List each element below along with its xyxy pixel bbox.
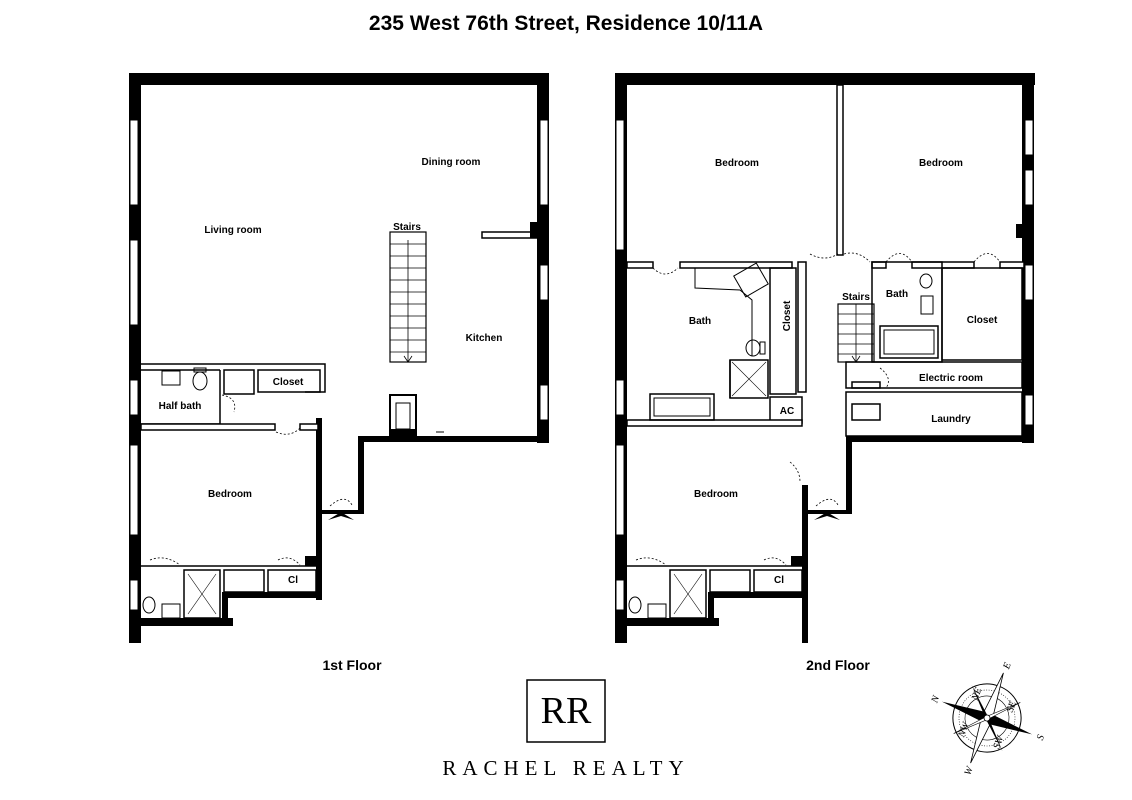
brand-logo: RR bbox=[526, 679, 606, 743]
floor-label-second: 2nd Floor bbox=[806, 657, 870, 673]
room-cl: Cl bbox=[288, 575, 298, 586]
room-bedroom-sw: Bedroom bbox=[694, 489, 738, 500]
room-closet-right: Closet bbox=[967, 315, 998, 326]
room-dining: Dining room bbox=[422, 157, 481, 168]
room-bedroom-nw: Bedroom bbox=[715, 158, 759, 169]
floor-label-first: 1st Floor bbox=[322, 657, 382, 673]
compass-nw: NW bbox=[956, 719, 972, 739]
room-electric: Electric room bbox=[919, 373, 983, 384]
room-bedroom-ne: Bedroom bbox=[919, 158, 963, 169]
room-bath-main: Bath bbox=[689, 316, 711, 327]
room-closet-vertical: Closet bbox=[782, 300, 793, 331]
compass-sw: SW bbox=[991, 733, 1006, 751]
compass-south: S bbox=[1035, 733, 1047, 741]
second-floor-plan bbox=[615, 73, 1035, 643]
room-stairs-second: Stairs bbox=[842, 292, 870, 303]
second-floor-labels: Bedroom Bedroom Bath Closet Stairs Bath … bbox=[689, 158, 998, 586]
room-ac: AC bbox=[780, 406, 794, 417]
room-half-bath: Half bath bbox=[159, 401, 202, 412]
room-stairs: Stairs bbox=[393, 222, 421, 233]
room-cl-second: Cl bbox=[774, 575, 784, 586]
plan-title: 235 West 76th Street, Residence 10/11A bbox=[369, 12, 763, 35]
compass-ne: NE bbox=[969, 686, 984, 703]
room-bedroom: Bedroom bbox=[208, 489, 252, 500]
logo-monogram: RR bbox=[541, 690, 592, 732]
compass-rose-icon: N S E W NW NE SE SW bbox=[929, 661, 1047, 777]
compass-west: W bbox=[963, 764, 977, 777]
first-floor-labels: Living room Dining room Stairs Kitchen H… bbox=[159, 157, 503, 586]
brand-name: RACHEL REALTY bbox=[442, 756, 689, 780]
room-living: Living room bbox=[204, 225, 261, 236]
room-bath-small: Bath bbox=[886, 289, 908, 300]
room-kitchen: Kitchen bbox=[466, 333, 503, 344]
first-floor-plan bbox=[129, 73, 549, 643]
room-closet: Closet bbox=[273, 377, 304, 388]
compass-north: N bbox=[929, 693, 942, 705]
room-laundry: Laundry bbox=[931, 414, 971, 425]
compass-se: SE bbox=[1005, 700, 1019, 714]
compass-east: E bbox=[1001, 661, 1014, 671]
